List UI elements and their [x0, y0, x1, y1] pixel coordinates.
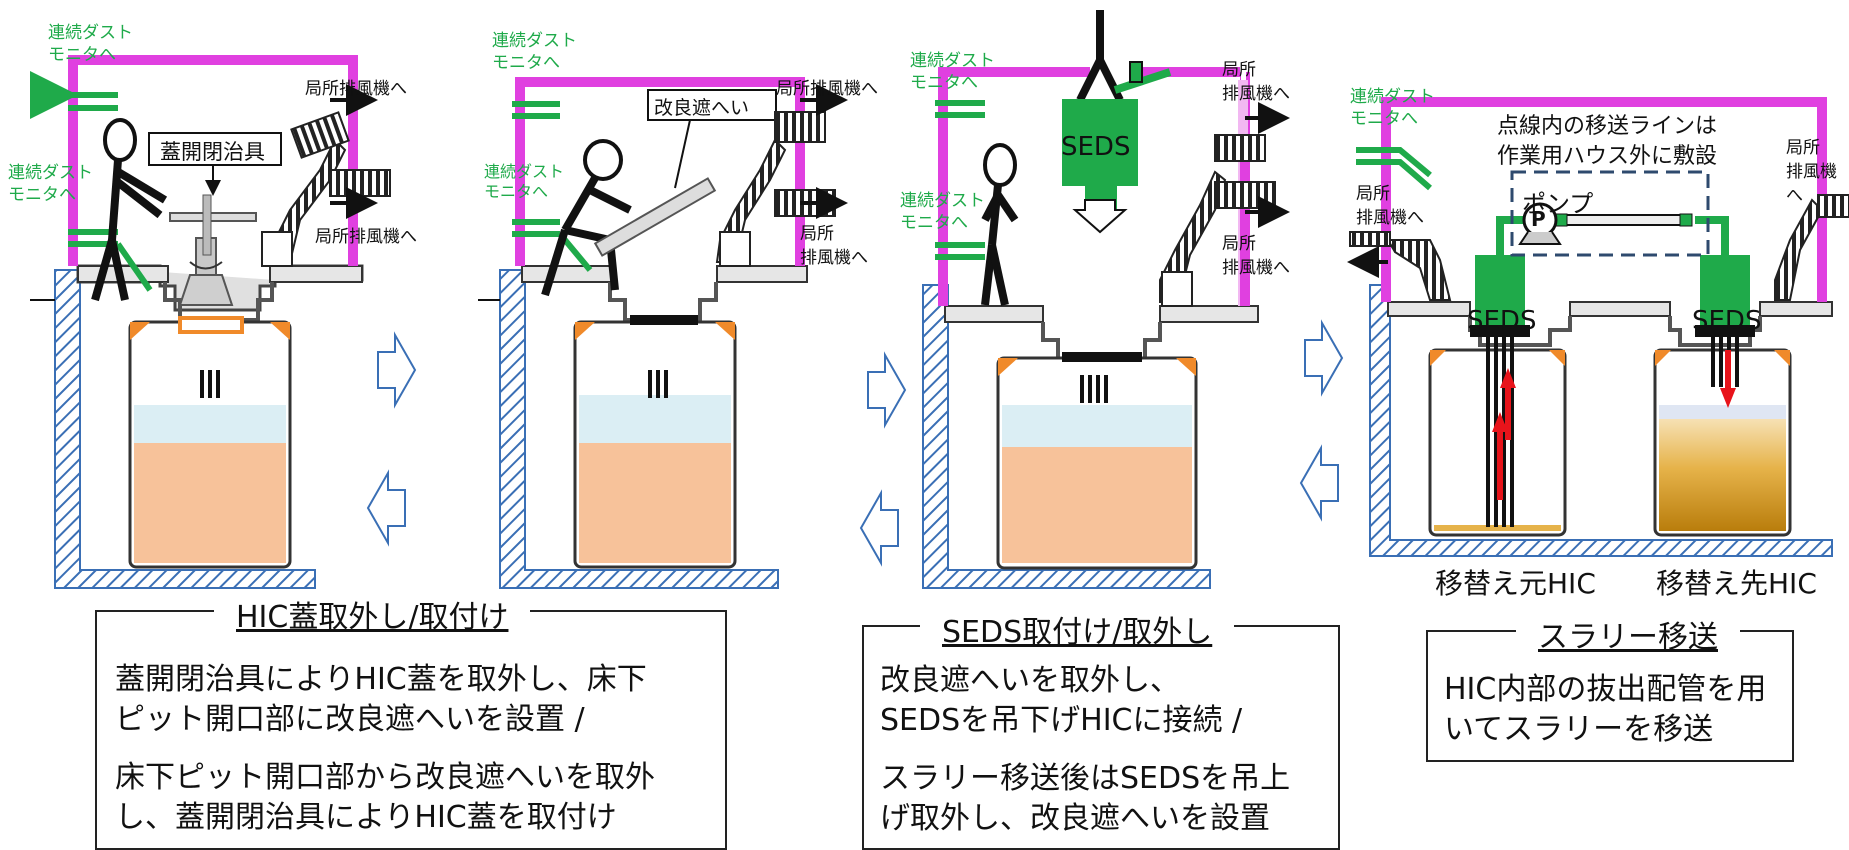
exhaust-label-4: 局所 排風機へ — [800, 222, 868, 270]
dotted-outline — [1510, 170, 1710, 257]
exhaust-label-2: 局所排風機へ — [315, 227, 417, 247]
dust-monitor-line-2: モニタへ — [8, 185, 76, 205]
description-title: スラリー移送 — [1516, 612, 1740, 656]
pump-letter: P — [1531, 207, 1546, 231]
description-line: し、蓋開閉治具によりHIC蓋を取付け — [115, 800, 617, 835]
dust-monitor-line-2: モニタへ — [48, 45, 116, 65]
forward-arrow-1 — [377, 331, 417, 409]
description-line: 床下ピット開口部から改良遮へいを取外 — [115, 760, 655, 795]
dust-monitor-label-5: 連続ダスト モニタへ — [910, 50, 995, 94]
panel-seds — [922, 10, 1290, 589]
dust-monitor-label-6: 連続ダスト モニタへ — [900, 190, 985, 234]
panel-lid-removal — [29, 55, 391, 589]
description-box-seds: SEDS取付け/取外し 改良遮へいを取外し、 SEDSを吊下げHICに接続 / … — [862, 607, 1340, 850]
forward-arrow-3 — [1304, 319, 1344, 397]
dust-monitor-line-2: モニタへ — [484, 182, 549, 201]
dust-monitor-line-2: モニタへ — [900, 213, 968, 233]
seds-unit — [1062, 99, 1138, 186]
seds-source — [1475, 255, 1525, 325]
worker-figure — [91, 118, 168, 302]
seds-dest — [1700, 255, 1750, 325]
dust-monitor-label-2: 連続ダスト モニタへ — [8, 162, 93, 206]
panel-slurry-transfer — [1347, 97, 1849, 557]
exhaust-hose — [261, 84, 391, 267]
exhaust-line-1: 局所 — [1356, 184, 1390, 204]
exhaust-line-2: 排風機へ — [1222, 84, 1290, 104]
exhaust-label-1: 局所排風機へ — [305, 79, 407, 99]
description-title: SEDS取付け/取外し — [920, 607, 1235, 651]
shield-label: 改良遮へい — [654, 97, 750, 119]
duct-magenta — [68, 55, 358, 266]
dotted-note-line-1: 点線内の移送ラインは — [1497, 114, 1718, 139]
dust-monitor-label-4: 連続ダスト モニタへ — [484, 162, 564, 202]
source-hic-label: 移替え元HIC — [1435, 567, 1596, 600]
forward-arrow-2 — [867, 351, 907, 429]
description-line: スラリー移送後はSEDSを吊上 — [880, 761, 1291, 796]
pump-label: ポンプ — [1522, 190, 1594, 218]
dust-monitor-line-1: 連続ダスト — [48, 23, 133, 43]
description-box-lid: HIC蓋取外し/取付け 蓋開閉治具によりHIC蓋を取外し、床下 ピット開口部に改… — [95, 592, 727, 850]
dust-monitor-line-2: モニタへ — [1350, 109, 1418, 129]
seds-label-main: SEDS — [1061, 132, 1131, 162]
dust-monitor-line-1: 連続ダスト — [900, 191, 985, 211]
seds-label-dest: SEDS — [1692, 306, 1762, 336]
exhaust-line-1: 局所 — [1222, 60, 1256, 80]
exhaust-line-2: 排風機へ — [1786, 162, 1837, 206]
description-line: 改良遮へいを取外し、 — [880, 663, 1180, 698]
description-line: げ取外し、改良遮へいを設置 — [880, 801, 1270, 836]
description-line: SEDSを吊下げHICに接続 / — [880, 703, 1243, 738]
description-line: 蓋開閉治具によりHIC蓋を取外し、床下 — [115, 662, 647, 697]
exhaust-label-3: 局所排風機へ — [776, 79, 878, 99]
exhaust-line-2: 排風機へ — [1356, 208, 1424, 228]
exhaust-label-5: 局所 排風機へ — [1222, 58, 1290, 106]
exhaust-line-1: 局所 — [800, 224, 834, 244]
description-line: ピット開口部に改良遮へいを設置 / — [115, 702, 585, 737]
exhaust-line-2: 排風機へ — [1222, 258, 1290, 278]
dust-monitor-line-1: 連続ダスト — [1350, 87, 1435, 107]
dust-monitor-line-1: 連続ダスト — [492, 31, 577, 51]
description-title: HIC蓋取外し/取付け — [214, 592, 531, 636]
dotted-note-line-2: 作業用ハウス外に敷設 — [1497, 144, 1718, 169]
exhaust-line-1: 局所 — [1222, 234, 1256, 254]
back-arrow-1 — [366, 469, 406, 547]
dust-monitor-line-1: 連続ダスト — [910, 51, 995, 71]
dust-monitor-label-3: 連続ダスト モニタへ — [492, 30, 577, 74]
exhaust-label-8: 局所 排風機へ — [1786, 136, 1849, 208]
dest-hic-label: 移替え先HIC — [1656, 567, 1817, 600]
dust-monitor-label-7: 連続ダスト モニタへ — [1350, 86, 1435, 130]
dust-monitor-line-2: モニタへ — [910, 73, 978, 93]
dust-monitor-label-1: 連続ダスト モニタへ — [48, 22, 133, 66]
back-arrow-3 — [1299, 444, 1339, 522]
panel-shield — [478, 77, 848, 589]
description-line: HIC内部の抜出配管を用 — [1444, 672, 1767, 707]
exhaust-label-7: 局所 排風機へ — [1356, 182, 1424, 230]
seds-label-source: SEDS — [1467, 306, 1537, 336]
exhaust-line-2: 排風機へ — [800, 248, 868, 268]
dotted-note: 点線内の移送ラインは 作業用ハウス外に敷設 — [1497, 112, 1717, 172]
exhaust-label-6: 局所 排風機へ — [1222, 232, 1290, 280]
back-arrow-2 — [859, 489, 899, 567]
flow-arrows — [1492, 350, 1736, 500]
dust-monitor-line-1: 連続ダスト — [8, 163, 93, 183]
exhaust-line-1: 局所 — [1786, 138, 1820, 158]
dust-monitor-line-2: モニタへ — [492, 53, 560, 73]
dust-monitor-line-1: 連続ダスト — [484, 162, 565, 181]
description-box-slurry: スラリー移送 HIC内部の抜出配管を用 いてスラリーを移送 — [1426, 612, 1794, 762]
description-line: いてスラリーを移送 — [1444, 712, 1714, 747]
lid-tool-label: 蓋開閉治具 — [160, 140, 265, 164]
